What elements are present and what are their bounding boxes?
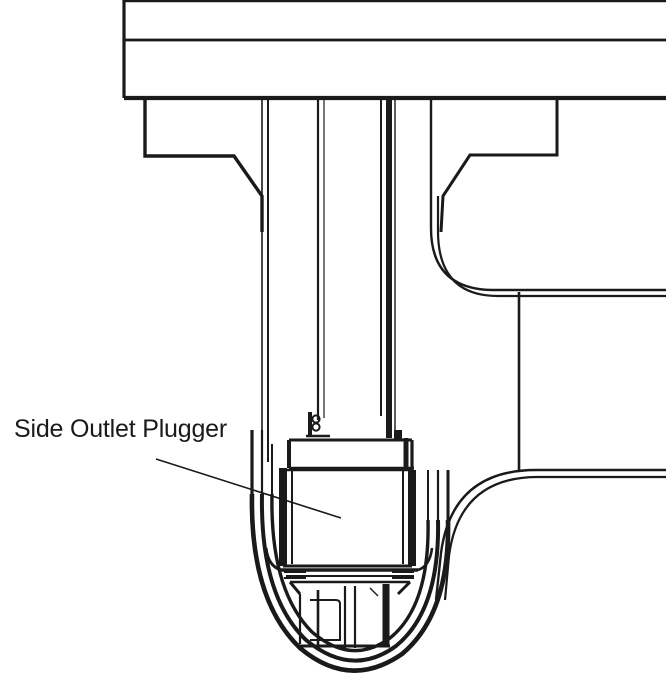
outer-sleeve-wall <box>380 100 396 440</box>
callout-label-side-outlet-plugger: Side Outlet Plugger <box>14 415 227 443</box>
callout-leader-line <box>155 458 342 519</box>
upper-shell-band-1 <box>122 0 666 40</box>
right-bracket-flange <box>439 100 559 233</box>
well-side-walls <box>250 430 450 572</box>
plugger-body <box>279 468 416 568</box>
plugger-bolt-detail <box>306 412 330 438</box>
upper-shell-band-2 <box>122 38 666 98</box>
nozzle-bore <box>298 584 390 648</box>
plugger-bottom-collar <box>281 568 418 596</box>
left-bracket-flange <box>143 100 264 232</box>
inner-sleeve-wall <box>316 100 325 420</box>
stopper-rod-column <box>261 100 269 462</box>
plugger-top-collar <box>287 430 414 470</box>
refractory-lining-curve <box>429 100 666 601</box>
